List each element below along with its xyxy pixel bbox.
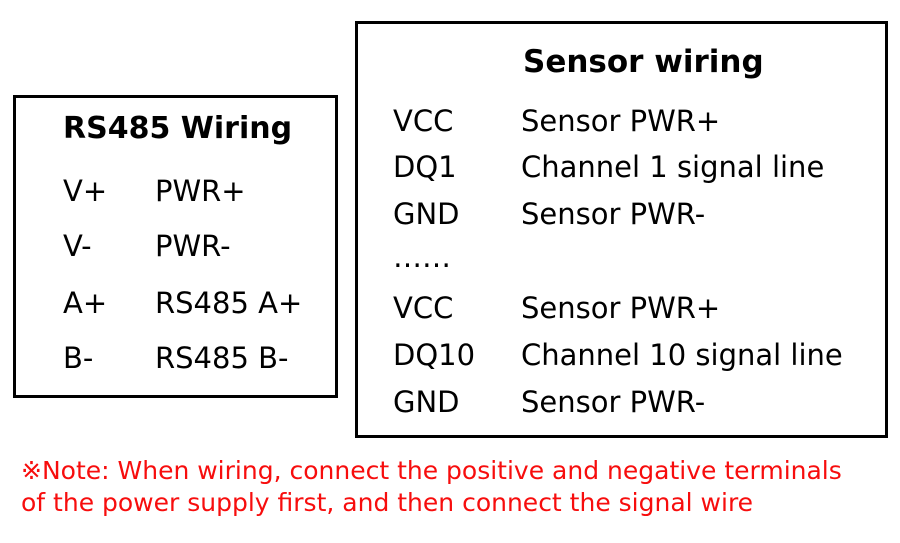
terminal-label: V- xyxy=(63,229,92,263)
rs485-wiring-box: RS485 Wiring V+ PWR+ V- PWR- A+ RS485 A+… xyxy=(13,95,338,398)
terminal-label: DQ1 xyxy=(393,150,457,184)
terminal-label: DQ10 xyxy=(393,338,476,372)
sensor-row: DQ1 Channel 1 signal line xyxy=(393,150,824,184)
terminal-description: PWR+ xyxy=(155,174,246,208)
note-text-line-1: Note: When wiring, connect the positive … xyxy=(41,456,842,485)
sensor-wiring-box: Sensor wiring VCC Sensor PWR+ DQ1 Channe… xyxy=(355,21,888,438)
sensor-row: VCC Sensor PWR+ xyxy=(393,104,720,138)
sensor-row: GND Sensor PWR- xyxy=(393,197,705,231)
terminal-description: Sensor PWR- xyxy=(521,385,706,419)
sensor-row: GND Sensor PWR- xyxy=(393,385,705,419)
terminal-label: V+ xyxy=(63,174,108,208)
rs485-row: B- RS485 B- xyxy=(63,341,289,375)
ellipsis-separator: …… xyxy=(393,240,451,274)
terminal-label: VCC xyxy=(393,104,454,138)
terminal-label: GND xyxy=(393,197,460,231)
terminal-label: A+ xyxy=(63,286,108,320)
sensor-row: VCC Sensor PWR+ xyxy=(393,291,720,325)
rs485-row: A+ RS485 A+ xyxy=(63,286,302,320)
note-text-line-2: of the power supply first, and then conn… xyxy=(21,488,754,517)
sensor-box-title: Sensor wiring xyxy=(523,44,764,80)
terminal-description: Sensor PWR+ xyxy=(521,104,721,138)
note-line-1: ※Note: When wiring, connect the positive… xyxy=(21,455,891,487)
terminal-label: GND xyxy=(393,385,460,419)
terminal-description: PWR- xyxy=(155,229,231,263)
reference-mark-icon: ※ xyxy=(21,456,42,485)
rs485-box-title: RS485 Wiring xyxy=(63,111,293,146)
terminal-description: Sensor PWR+ xyxy=(521,291,721,325)
sensor-row: DQ10 Channel 10 signal line xyxy=(393,338,843,372)
terminal-label: B- xyxy=(63,341,94,375)
terminal-label: VCC xyxy=(393,291,454,325)
terminal-description: Channel 1 signal line xyxy=(521,150,825,184)
rs485-row: V+ PWR+ xyxy=(63,174,246,208)
terminal-description: RS485 A+ xyxy=(155,286,303,320)
wiring-note: ※Note: When wiring, connect the positive… xyxy=(21,455,891,519)
rs485-row: V- PWR- xyxy=(63,229,231,263)
terminal-description: Channel 10 signal line xyxy=(521,338,843,372)
terminal-description: Sensor PWR- xyxy=(521,197,706,231)
terminal-description: RS485 B- xyxy=(155,341,289,375)
